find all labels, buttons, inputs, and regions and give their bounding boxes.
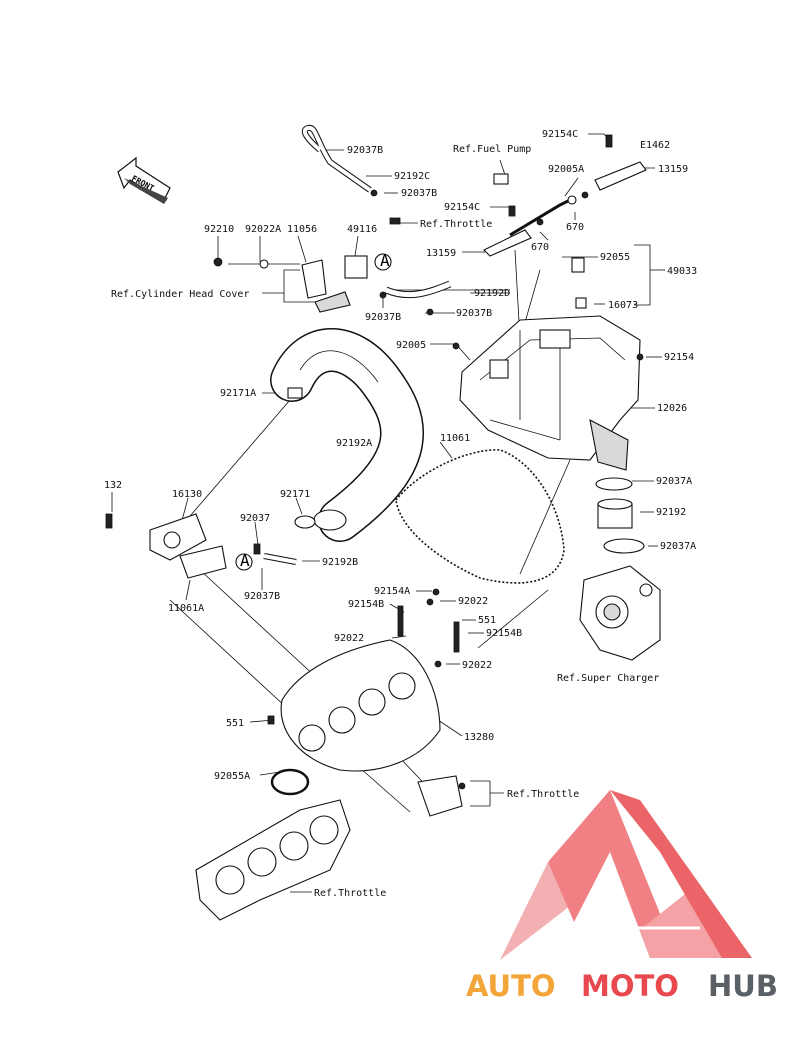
label-92037b-c: 92037B (456, 308, 492, 319)
label-92055a: 92055A (214, 771, 250, 782)
label-92171: 92171 (280, 489, 310, 500)
watermark-word-hub: HUB (708, 969, 778, 1003)
label-92154b-a: 92154B (348, 599, 384, 610)
logo-right (610, 790, 752, 958)
bracket-11056-shape (301, 259, 327, 299)
label-ref-super-charger: Ref.Super Charger (557, 673, 659, 684)
label-92154c-top: 92154C (542, 129, 578, 140)
label-ref-throttle-bottom: Ref.Throttle (314, 888, 386, 899)
label-ref-throttle-top: Ref.Throttle (420, 219, 492, 230)
label-92192d: 92192D (474, 288, 510, 299)
label-670-b: 670 (531, 242, 549, 253)
parts-shapes: A (105, 124, 661, 921)
label-92154b-b: 92154B (486, 628, 522, 639)
label-92037: 92037 (240, 513, 270, 524)
label-92037a-b: 92037A (660, 541, 696, 552)
label-13159-right: 13159 (658, 164, 688, 175)
watermark-text: AUTO MOTO HUB (466, 969, 778, 1003)
label-92022a: 92022A (245, 224, 281, 235)
label-92005a: 92005A (548, 164, 584, 175)
label-11061a: 11061A (168, 603, 204, 614)
label-551-b: 551 (226, 718, 244, 729)
sensor-92055-shape (571, 257, 585, 273)
label-92037a-a: 92037A (656, 476, 692, 487)
label-13159-left: 13159 (426, 248, 456, 259)
label-92192c: 92192C (394, 171, 430, 182)
label-132: 132 (104, 480, 122, 491)
label-16073: 16073 (608, 300, 638, 311)
throttle-pipe-shape (417, 775, 463, 817)
label-13280: 13280 (464, 732, 494, 743)
diagram-code: E1462 (640, 140, 670, 151)
label-92192a: 92192A (336, 438, 372, 449)
valve-49116-shape (344, 255, 368, 279)
gasket-11061-shape (395, 449, 565, 584)
label-92022-c: 92022 (462, 660, 492, 671)
logo-inner (610, 852, 722, 958)
logo-left-wing (500, 862, 570, 960)
label-92154c-mid: 92154C (444, 202, 480, 213)
label-92005: 92005 (396, 340, 426, 351)
label-92154: 92154 (664, 352, 694, 363)
clamp-92037a-upper (595, 477, 633, 491)
label-ref-throttle-mid: Ref.Throttle (507, 789, 579, 800)
fuel-rail-upper-shape (594, 161, 647, 191)
label-92037b-top: 92037B (347, 145, 383, 156)
label-ref-cylinder-head-cover: Ref.Cylinder Head Cover (111, 289, 249, 300)
part-labels: E1462 92037B 92192C 92037B Ref.Throttle … (104, 129, 697, 899)
label-92210: 92210 (204, 224, 234, 235)
label-16130: 16130 (172, 489, 202, 500)
label-670-a: 670 (566, 222, 584, 233)
label-92037b-mid: 92037B (401, 188, 437, 199)
oring-92055a-shape (270, 768, 310, 796)
label-11061: 11061 (440, 433, 470, 444)
label-12026: 12026 (657, 403, 687, 414)
label-92022-b: 92022 (334, 633, 364, 644)
callout-a-top: A (380, 251, 390, 270)
label-92154a: 92154A (374, 586, 410, 597)
label-92022-a: 92022 (458, 596, 488, 607)
label-551-a: 551 (478, 615, 496, 626)
gasket-11061a-shape (179, 545, 227, 579)
label-ref-fuel-pump: Ref.Fuel Pump (453, 144, 531, 155)
watermark-logo (500, 790, 752, 960)
label-92037b-d: 92037B (244, 591, 280, 602)
front-arrow-icon: FRONT (117, 156, 171, 204)
label-92192b: 92192B (322, 557, 358, 568)
watermark-word-auto: AUTO (466, 969, 556, 1003)
label-92037b-b: 92037B (365, 312, 401, 323)
clamp-92037a-lower (603, 538, 645, 554)
hose-92192c-shape (301, 124, 372, 193)
label-11056: 11056 (287, 224, 317, 235)
label-92055-top: 92055 (600, 252, 630, 263)
callout-a-bottom: A (240, 551, 250, 570)
logo-peak (548, 790, 678, 958)
label-49116: 49116 (347, 224, 377, 235)
label-92192: 92192 (656, 507, 686, 518)
watermark-word-moto: MOTO (581, 969, 679, 1003)
label-92171a: 92171A (220, 388, 256, 399)
label-49033: 49033 (667, 266, 697, 277)
fuel-rail-lower-shape (483, 229, 532, 257)
leader-lines (111, 133, 665, 893)
